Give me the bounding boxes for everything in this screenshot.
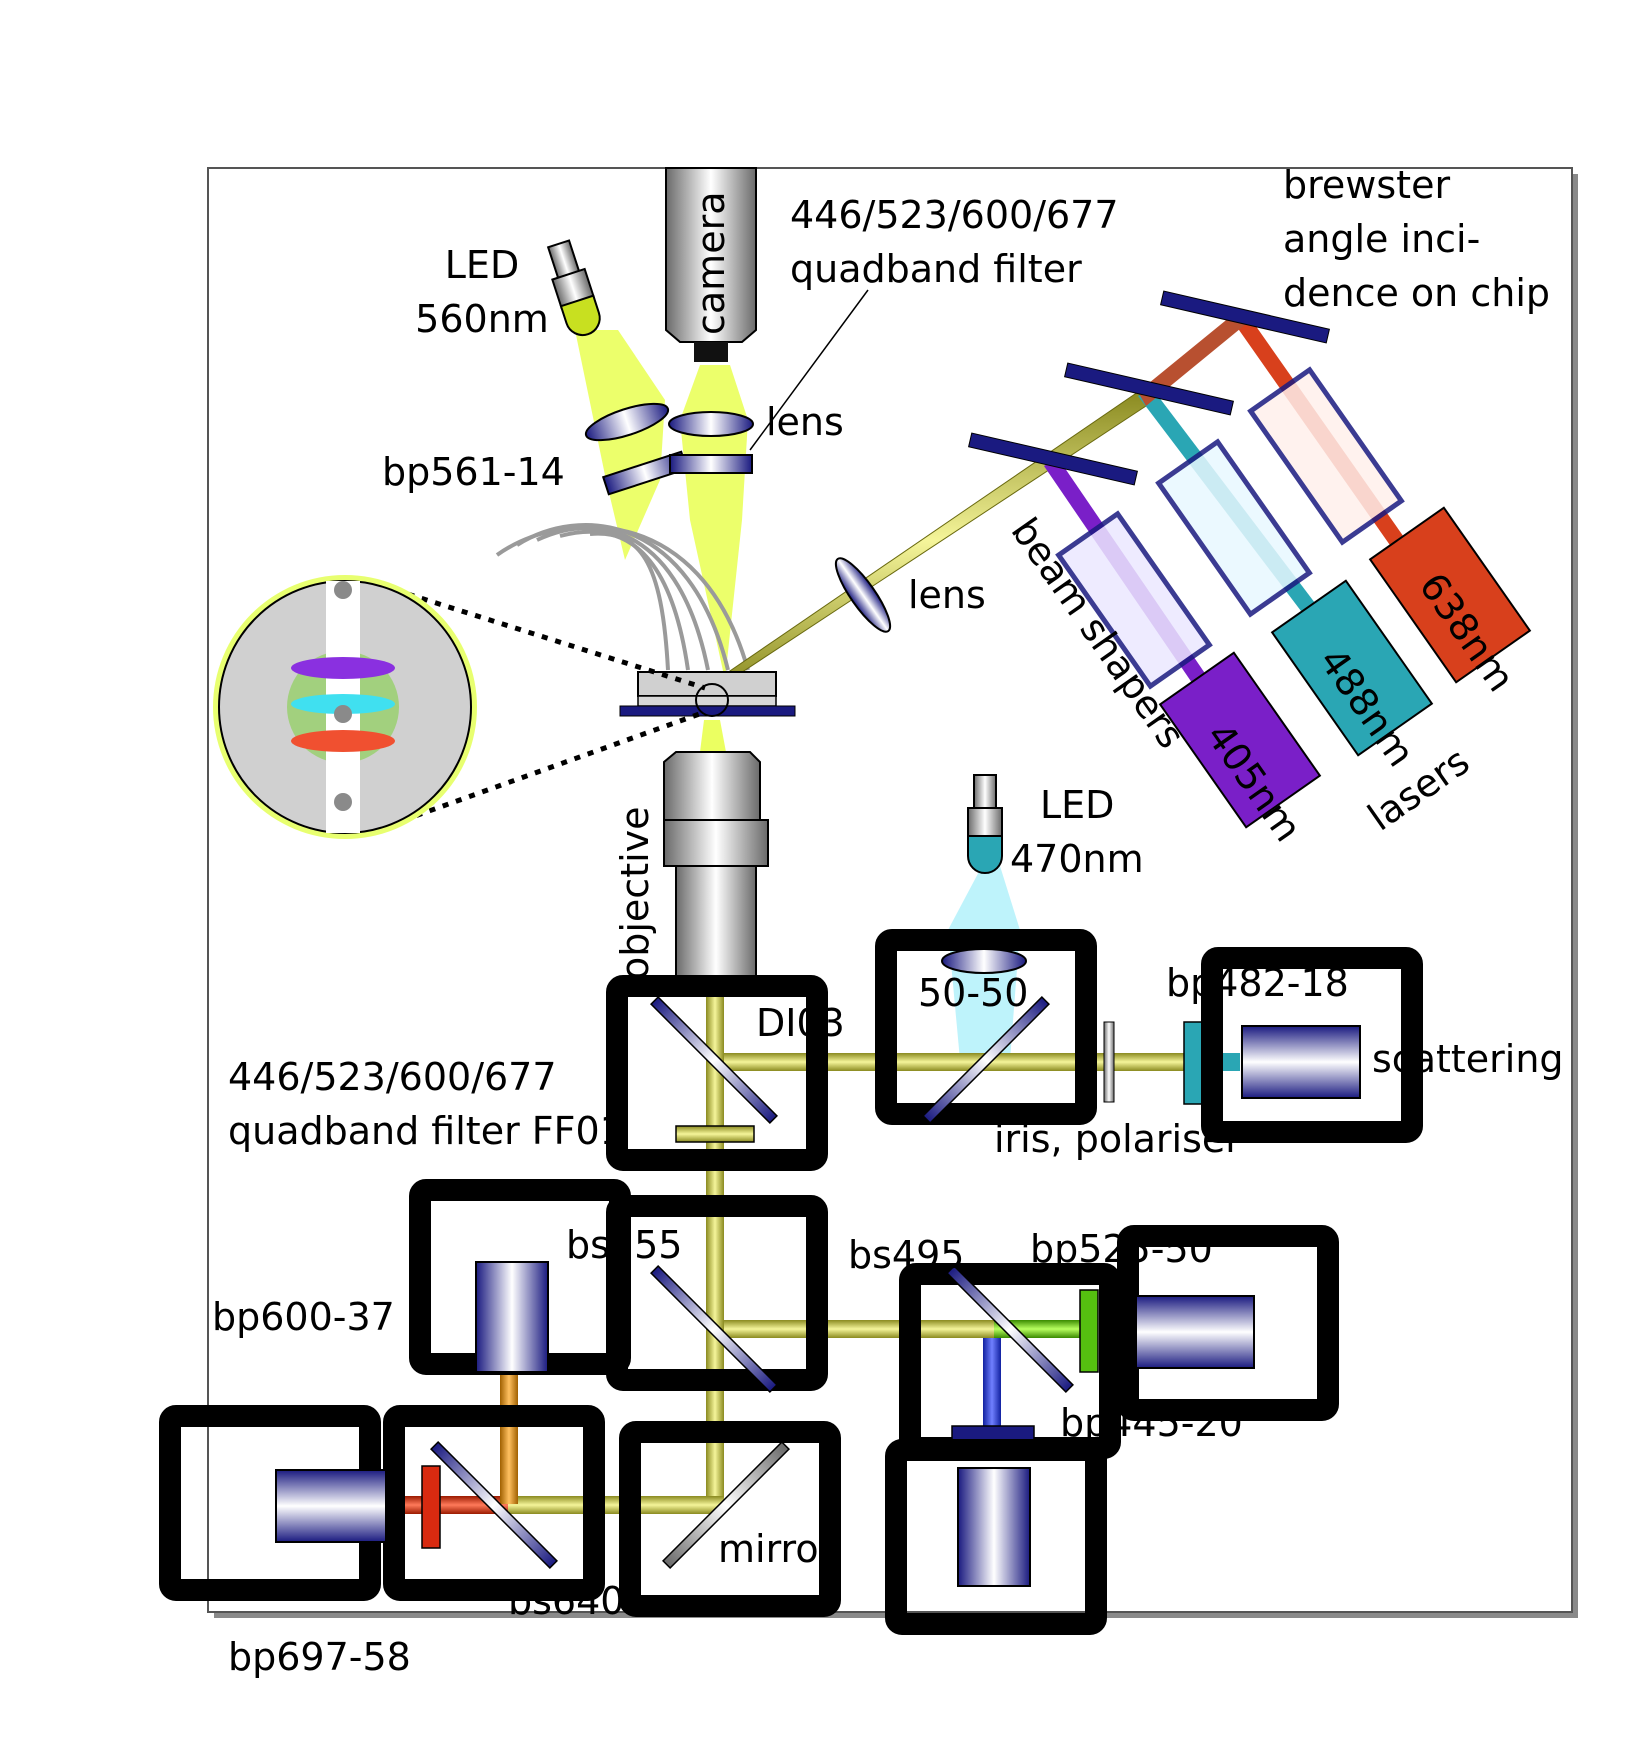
- bp482-filter: [1183, 1021, 1203, 1105]
- fold-mirror: [662, 1441, 790, 1569]
- beam-shaper-488: [1155, 438, 1313, 618]
- frame: [207, 167, 1573, 1613]
- dichroic-bs640: [430, 1441, 558, 1569]
- beam-horizontal-bs495: [724, 1320, 994, 1338]
- zoom-inset: [213, 575, 477, 839]
- beam-combined-upper: [1138, 312, 1246, 406]
- scattering-label: scattering: [1372, 1037, 1564, 1081]
- beam-shaper-638: [1247, 366, 1405, 546]
- cube-50-50: [875, 929, 1097, 1125]
- bp525-label: bp525-50: [1030, 1227, 1213, 1271]
- beam-shaper-405: [1055, 510, 1213, 690]
- laser-405: [1158, 651, 1322, 829]
- quadband-ff01-filter: [675, 1125, 755, 1143]
- bs640-label: bs640: [508, 1579, 624, 1623]
- quadband-top-filter: [669, 454, 753, 474]
- cube-bs640: [383, 1405, 605, 1601]
- cube-di03: [606, 975, 828, 1171]
- quadband-top-label-line1: 446/523/600/677: [790, 193, 1119, 237]
- fifty-fifty-label: 50-50: [918, 971, 1028, 1015]
- zoom-line-top: [394, 587, 706, 691]
- beam-red: [380, 1496, 508, 1514]
- bp697-filter: [421, 1465, 441, 1549]
- beam-horizontal-bottom: [508, 1496, 724, 1514]
- led470-lens: [941, 948, 1027, 974]
- objective: [663, 751, 769, 987]
- bp525-detector: [1135, 1295, 1255, 1369]
- led470-label-line2: 470nm: [1010, 837, 1144, 881]
- brewster-label-line2: angle inci-: [1283, 217, 1480, 261]
- bp697-detector: [275, 1469, 387, 1543]
- beam-orange: [500, 1372, 518, 1504]
- mirror-488: [1064, 362, 1234, 416]
- iris-polariser: [1103, 1021, 1115, 1103]
- objective-label: objective: [613, 806, 657, 980]
- camera-light-cone: [680, 365, 748, 680]
- camera-label: camera: [689, 192, 733, 335]
- mirror-label: mirror: [718, 1527, 835, 1571]
- led560-label-line1: LED: [445, 243, 519, 287]
- brewster-label-line3: dence on chip: [1283, 271, 1550, 315]
- dichroic-bs555: [650, 1265, 778, 1393]
- objective-tip-light: [700, 720, 726, 752]
- led560-label-line2: 560nm: [415, 297, 549, 341]
- scatter-arcs: [495, 523, 750, 671]
- led560: [546, 239, 601, 336]
- camera-lens: [668, 411, 754, 437]
- bp561-label: bp561-14: [382, 450, 565, 494]
- di03-label: DI03: [756, 1001, 845, 1045]
- laser-488: [1270, 579, 1434, 757]
- bp600-label: bp600-37: [212, 1295, 395, 1339]
- bp697-label: bp697-58: [228, 1635, 411, 1679]
- camera: [665, 167, 757, 362]
- cube-bp525: [1117, 1225, 1339, 1421]
- mirror-405: [968, 432, 1138, 486]
- quadband-top-pointer: [749, 289, 869, 451]
- led560-light-cone: [575, 330, 665, 560]
- lens-top-label: lens: [766, 400, 844, 444]
- beam-horizontal-top: [724, 1053, 1104, 1071]
- dichroic-di03: [650, 996, 778, 1124]
- brewster-label-line1: brewster: [1283, 163, 1450, 207]
- sample-chip: [619, 671, 796, 717]
- iris-polariser-label: iris, polariser: [994, 1117, 1241, 1161]
- bp445-detector: [957, 1467, 1031, 1587]
- cube-scattering: [1201, 947, 1423, 1143]
- splitter-50-50: [922, 996, 1050, 1124]
- dichroic-bs495: [946, 1265, 1074, 1393]
- quadband-ff-label-line1: 446/523/600/677: [228, 1055, 557, 1099]
- bs495-label: bs495: [848, 1233, 964, 1277]
- quadband-ff-label-line2: quadband filter FF01: [228, 1109, 624, 1153]
- quadband-top-label-line2: quadband filter: [790, 247, 1082, 291]
- bp525-filter: [1079, 1289, 1099, 1373]
- lens-mid-label: lens: [908, 573, 986, 617]
- bp600-detector: [475, 1261, 549, 1373]
- mirror-638: [1160, 290, 1330, 344]
- led470: [967, 774, 1003, 874]
- lens-mid: [834, 557, 892, 633]
- led560-lens: [584, 402, 670, 442]
- led470-label-line1: LED: [1040, 783, 1114, 827]
- laser-638: [1368, 506, 1532, 684]
- cube-bp445: [885, 1439, 1107, 1635]
- bp445-label: bp445-20: [1060, 1401, 1243, 1445]
- cube-mirror: [619, 1421, 841, 1617]
- scattering-detector: [1241, 1025, 1361, 1099]
